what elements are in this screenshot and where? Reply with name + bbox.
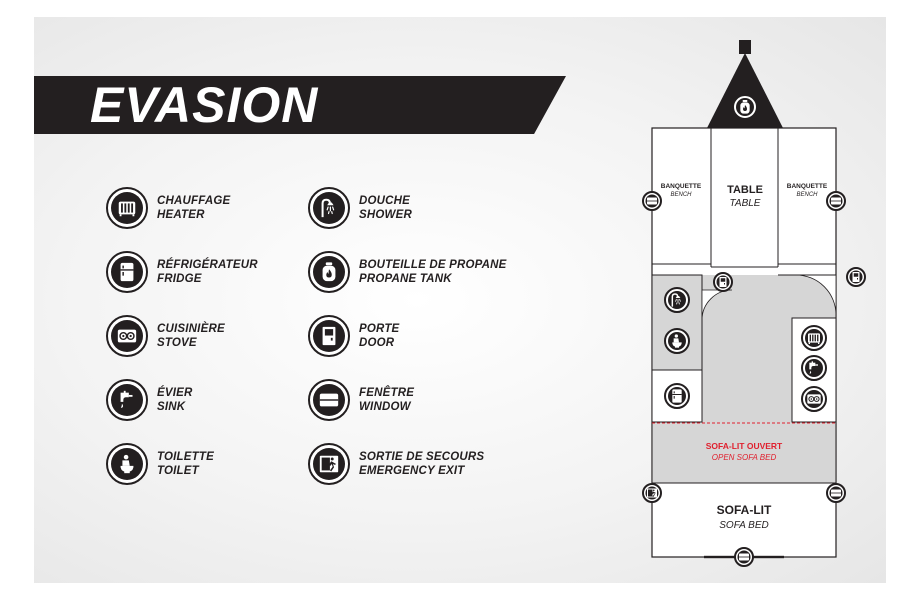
legend-item-window: FENÊTRE WINDOW — [308, 376, 414, 424]
page-title: EVASION — [90, 77, 319, 133]
legend-item-heater: CHAUFFAGE HEATER — [106, 184, 230, 232]
legend-item-emergency-exit: SORTIE DE SECOURS EMERGENCY EXIT — [308, 440, 484, 488]
bench-right-label-fr: BANQUETTE — [787, 183, 828, 190]
title-banner: EVASION — [34, 76, 566, 134]
heater-icon — [106, 187, 148, 229]
legend-label-fr: CHAUFFAGE — [157, 195, 231, 207]
window-icon — [308, 379, 350, 421]
legend-label-fr: BOUTEILLE DE PROPANE — [359, 259, 507, 271]
sink-icon — [106, 379, 148, 421]
sofa-bed-label-en: SOFA BED — [719, 520, 768, 531]
legend-label-en: SINK — [157, 401, 186, 413]
sofa-bed-label-fr: SOFA-LIT — [717, 503, 772, 517]
open-sofa-bed — [652, 423, 836, 483]
legend-item-shower: DOUCHE SHOWER — [308, 184, 412, 232]
legend-label-fr: CUISINIÈRE — [157, 323, 225, 335]
legend-item-door: PORTE DOOR — [308, 312, 399, 360]
stove-icon — [106, 315, 148, 357]
table-label-fr: TABLE — [727, 184, 763, 196]
propane-tank-icon — [308, 251, 350, 293]
stove-icon — [801, 386, 827, 412]
open-sofa-bed-label-en: OPEN SOFA BED — [712, 453, 777, 462]
legend-item-stove: CUISINIÈRE STOVE — [106, 312, 225, 360]
sink-icon — [801, 355, 827, 381]
floor-plan-card: EVASION CHAUFFAGE HEATER RÉFRIGÉRATEUR FRI… — [34, 17, 886, 583]
window-icon — [826, 483, 846, 503]
legend-item-toilet: TOILETTE TOILET — [106, 440, 214, 488]
window-icon — [826, 191, 846, 211]
emergency-exit-icon — [642, 483, 662, 503]
bench-left-label-en: BENCH — [670, 192, 692, 198]
shower-icon — [664, 287, 690, 313]
door-icon — [713, 272, 733, 292]
legend-label-en: TOILET — [157, 465, 199, 477]
table-label-en: TABLE — [730, 198, 761, 209]
toilet-icon — [664, 328, 690, 354]
legend-label-fr: ÉVIER — [157, 387, 193, 399]
legend-label-en: EMERGENCY EXIT — [359, 465, 465, 477]
door-icon — [846, 267, 866, 287]
legend-label-fr: RÉFRIGÉRATEUR — [157, 259, 258, 271]
legend-label-fr: DOUCHE — [359, 195, 411, 207]
legend-label-fr: PORTE — [359, 323, 400, 335]
heater-icon — [801, 325, 827, 351]
emergency-exit-icon — [308, 443, 350, 485]
legend-label-en: SHOWER — [359, 209, 412, 221]
legend-item-propane-tank: BOUTEILLE DE PROPANE PROPANE TANK — [308, 248, 507, 296]
legend-label-en: STOVE — [157, 337, 197, 349]
open-sofa-bed-label-fr: SOFA-LIT OUVERT — [706, 441, 783, 451]
bench-right-label-en: BENCH — [796, 192, 818, 198]
legend-label-en: PROPANE TANK — [359, 273, 452, 285]
legend-item-fridge: RÉFRIGÉRATEUR FRIDGE — [106, 248, 258, 296]
legend-label-en: DOOR — [359, 337, 395, 349]
window-icon — [642, 191, 662, 211]
legend-label-fr: FENÊTRE — [359, 387, 415, 399]
legend-label-fr: TOILETTE — [157, 451, 214, 463]
floor-plan: BANQUETTE BENCH TABLE TABLE BANQUETTE BE… — [642, 40, 866, 567]
toilet-icon — [106, 443, 148, 485]
legend-label-en: FRIDGE — [157, 273, 202, 285]
window-icon — [704, 547, 784, 567]
legend-label-fr: SORTIE DE SECOURS — [359, 451, 485, 463]
door-icon — [308, 315, 350, 357]
propane-tank-icon — [732, 94, 758, 120]
shower-icon — [308, 187, 350, 229]
legend-item-sink: ÉVIER SINK — [106, 376, 193, 424]
bench-left-label-fr: BANQUETTE — [661, 183, 702, 190]
fridge-icon — [106, 251, 148, 293]
legend-label-en: HEATER — [157, 209, 205, 221]
fridge-icon — [664, 383, 690, 409]
tongue — [707, 40, 783, 128]
legend-label-en: WINDOW — [359, 401, 411, 413]
